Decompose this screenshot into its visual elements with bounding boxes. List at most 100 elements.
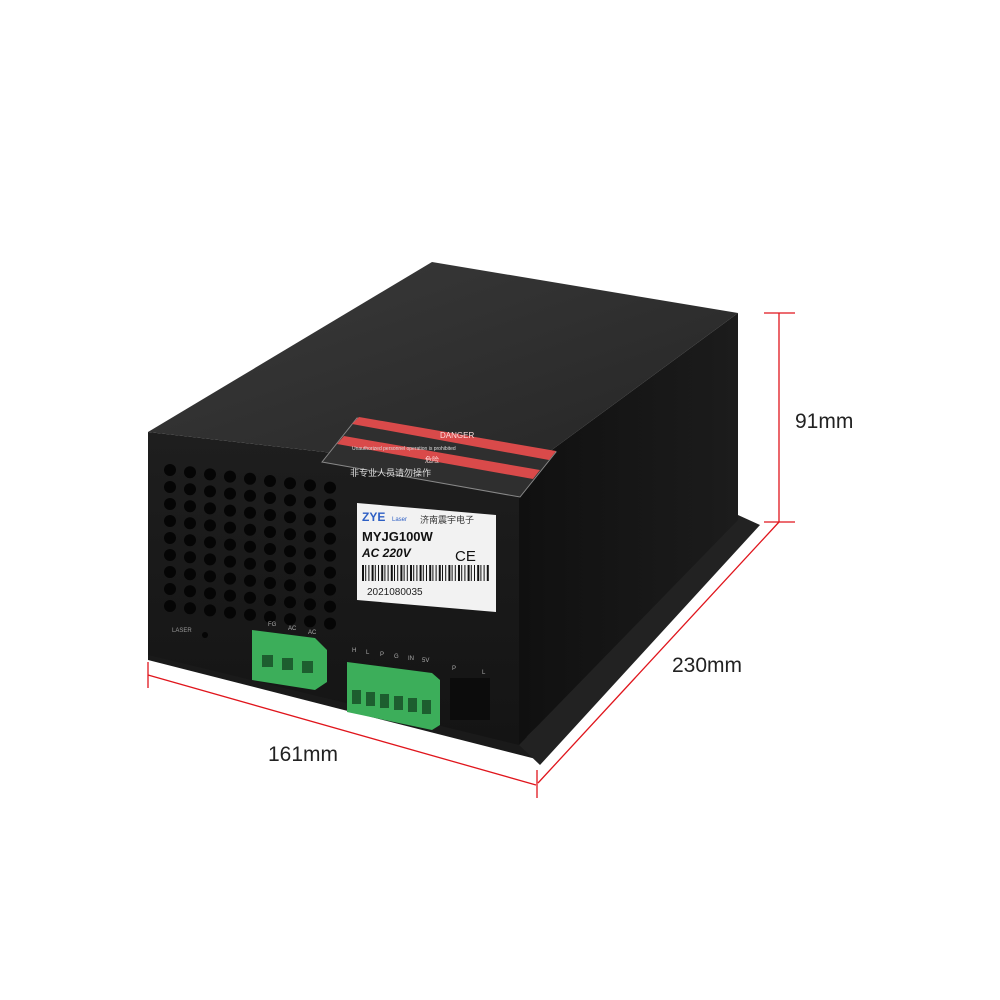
vent-hole [204,536,216,549]
danger-warning-text: Unauthorized personnel operation is proh… [352,446,456,452]
terminal-label: AC [288,626,297,632]
vent-hole [304,547,316,560]
terminal-screw[interactable] [282,658,293,670]
vent-hole [224,470,236,483]
barcode-bar [474,565,475,581]
vent-hole [284,613,296,626]
terminal-screw[interactable] [366,692,375,706]
model-number: MYJG100W [362,529,434,544]
barcode-bar [381,565,384,581]
terminal-label: FG [268,622,277,628]
vent-hole [304,530,316,543]
vent-hole [204,468,216,481]
vent-hole [244,540,256,553]
danger-band-2 [337,436,540,479]
vent-hole [304,496,316,509]
length-dimension-line [537,521,780,784]
vent-hole [284,511,296,524]
vent-hole [304,564,316,577]
barcode-bar [483,565,485,581]
vent-grid [164,464,336,630]
width-label: 161mm [268,743,339,766]
terminal-label: 5V [422,658,429,664]
barcode-bar [390,565,393,581]
vent-hole [264,509,276,521]
terminal-label: IN [408,656,414,662]
vent-hole [284,596,296,609]
vent-hole [284,528,296,541]
terminal-screw[interactable] [422,700,431,714]
terminal-screw[interactable] [262,655,273,667]
terminal-label: H [352,648,356,654]
vent-hole [264,526,276,538]
vent-hole [204,604,216,617]
vent-hole [164,566,176,578]
vent-hole [304,615,316,628]
barcode-bar [432,565,434,581]
vent-hole [224,538,236,551]
barcode-bar [371,565,374,581]
danger-title: DANGER [440,431,474,440]
barcode-bar [413,565,415,581]
vent-hole [244,557,256,570]
vent-hole [184,568,196,581]
rj45-port[interactable] [450,678,490,720]
terminal-screw[interactable] [302,661,313,673]
terminal-screw[interactable] [352,690,361,704]
vent-hole [164,481,176,493]
barcode-bar [454,565,456,581]
laser-label: LASER [172,628,192,634]
vent-hole [284,579,296,592]
vent-hole [244,608,256,621]
barcode-bar [403,565,405,581]
vent-hole [164,583,176,595]
vent-hole [204,587,216,600]
vent-hole [164,498,176,510]
vent-hole [204,553,216,566]
danger-band-1 [352,417,556,460]
barcode [362,565,489,581]
barcode-bar [365,565,367,581]
terminal-screw[interactable] [394,696,403,710]
vent-hole [304,598,316,611]
barcode-bar [406,565,408,581]
danger-cn-text: 非专业人员请勿操作 [350,467,431,478]
vent-hole [224,572,236,585]
vent-hole [204,519,216,532]
vent-hole [284,562,296,575]
vent-hole [184,602,196,615]
barcode-bar [419,565,422,581]
barcode-bar [464,565,466,581]
vent-hole [244,591,256,604]
vent-hole [264,492,276,504]
vent-hole [324,532,336,545]
vent-hole [224,589,236,602]
vent-hole [324,549,336,562]
vent-hole [284,477,296,490]
maker-name: 济南震宇电子 [420,514,474,525]
vent-hole [324,515,336,528]
vent-hole [164,515,176,527]
barcode-bar [467,565,470,581]
vent-hole [324,583,336,596]
vent-hole [304,581,316,594]
barcode-bar [435,565,437,581]
terminal-label: L [366,650,370,656]
vent-hole [184,483,196,496]
barcode-bar [445,565,447,581]
vent-hole [304,513,316,526]
barcode-bar [378,565,379,581]
vent-hole [184,551,196,564]
vent-hole [324,600,336,613]
terminal-screw[interactable] [380,694,389,708]
vent-hole [324,566,336,579]
vent-hole [264,611,276,623]
danger-cn-title: 危险 [425,455,439,464]
vent-hole [284,545,296,558]
vent-hole [284,494,296,507]
barcode-bar [448,565,451,581]
barcode-bar [387,565,389,581]
terminal-screw[interactable] [408,698,417,712]
